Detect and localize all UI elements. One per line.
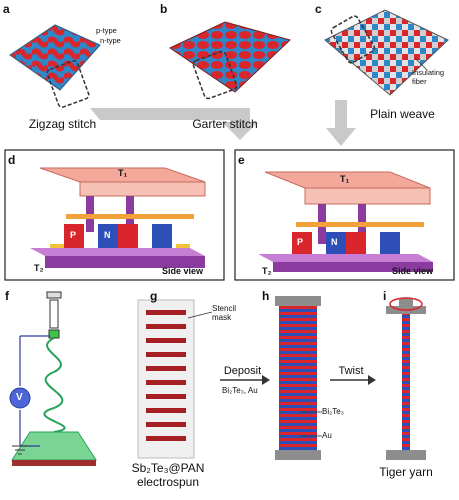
process-arrows — [220, 375, 376, 385]
e-p-label: P — [297, 237, 304, 247]
insulating-fiber-label: Insulating fiber — [412, 68, 445, 86]
deposit-materials-label: Bi₂Te₃, Au — [222, 386, 258, 395]
voltmeter-icon — [9, 387, 31, 409]
panel-d-letter: d — [8, 153, 16, 167]
plain-weave-caption: Plain weave — [370, 107, 435, 121]
stencil-mask-sheet — [137, 299, 195, 459]
e-t1-label: T₁ — [340, 174, 350, 184]
stencil-slots — [146, 310, 186, 441]
d-t2-label: T₂ — [34, 263, 44, 273]
n-type-label: n-type — [100, 36, 121, 45]
substrate-label-2: electrospun — [136, 475, 200, 489]
clamp-top — [275, 296, 321, 306]
electrospinning-setup — [11, 291, 97, 466]
tiger-yarn-caption: Tiger yarn — [379, 465, 433, 479]
twist-arrow-icon — [389, 297, 423, 311]
plain-weave-illustration — [324, 9, 449, 96]
p-type-label: p-type — [96, 26, 117, 35]
transition-arrows — [90, 100, 356, 146]
striped-film — [279, 306, 317, 450]
yarn-clamp-bottom — [386, 450, 426, 460]
panel-h-letter: h — [262, 289, 270, 303]
device-e — [258, 171, 433, 272]
zigzag-stitch-caption: Zigzag stitch — [28, 117, 97, 131]
voltage-label: V — [16, 392, 23, 403]
panel-f-letter: f — [5, 289, 9, 303]
d-p-label: P — [70, 230, 77, 240]
panel-a-letter: a — [3, 2, 10, 16]
e-side-view: Side view — [392, 266, 434, 276]
e-t2-label: T₂ — [262, 266, 272, 276]
d-side-view: Side view — [162, 266, 204, 276]
garter-stitch-caption: Garter stitch — [192, 117, 258, 131]
stencil-mask-label: Stencil mask — [212, 304, 237, 322]
zigzag-stitch-illustration — [9, 24, 101, 108]
d-n-label: N — [104, 230, 111, 240]
e-n-label: N — [331, 237, 338, 247]
device-d — [30, 167, 206, 268]
panel-b-letter: b — [160, 2, 168, 16]
au-label: Au — [322, 431, 332, 440]
clamp-bottom — [275, 450, 321, 460]
tiger-yarn — [402, 314, 410, 450]
panel-g-letter: g — [150, 289, 158, 303]
panel-e-letter: e — [238, 153, 245, 167]
garter-stitch-illustration — [168, 21, 291, 100]
panel-i-letter: i — [383, 289, 387, 303]
deposit-label: Deposit — [223, 365, 262, 377]
twist-label: Twist — [338, 365, 364, 377]
bi2te3-label: Bi₂Te₃ — [322, 407, 344, 416]
d-t1-label: T₁ — [118, 168, 128, 178]
substrate-label-1: Sb₂Te₃@PAN — [131, 461, 205, 475]
panel-c-letter: c — [315, 2, 322, 16]
